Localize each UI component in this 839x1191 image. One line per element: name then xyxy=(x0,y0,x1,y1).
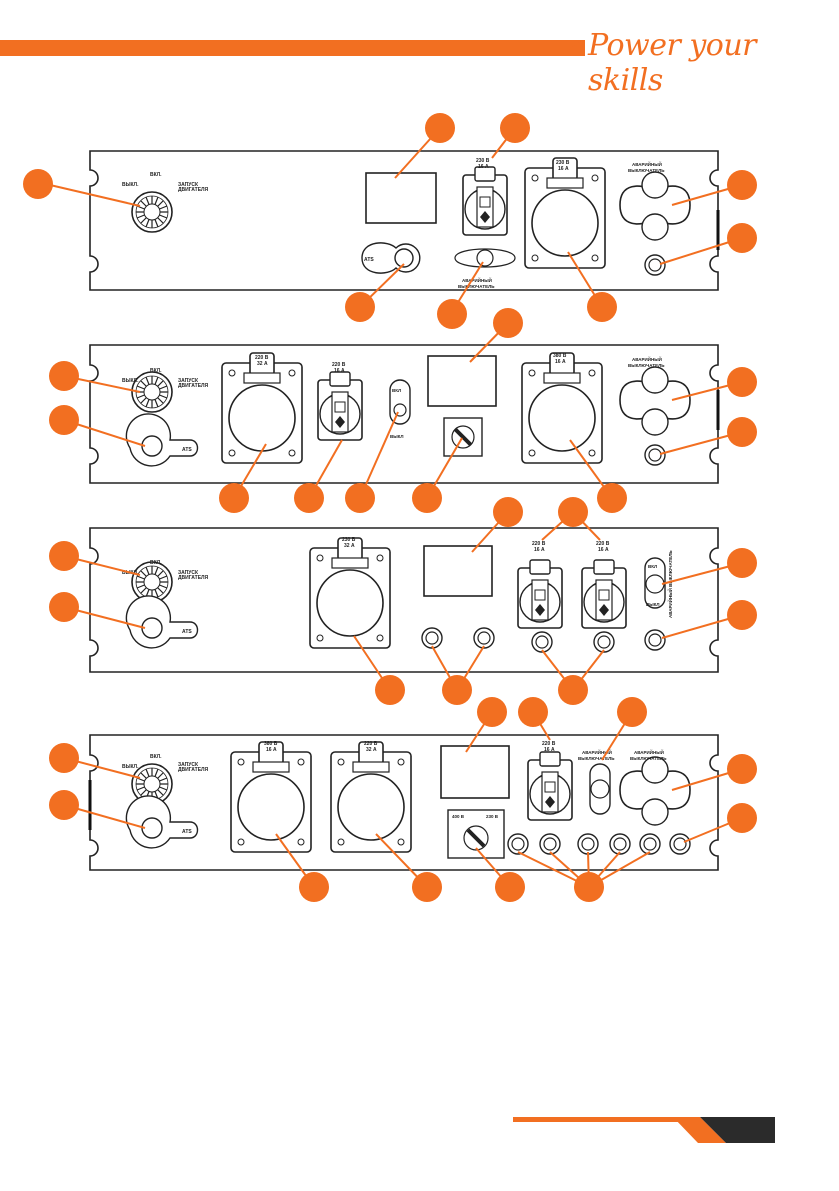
fuse-2 xyxy=(539,833,561,855)
display-window xyxy=(427,355,497,407)
svg-text:АТS: АТS xyxy=(364,257,374,263)
svg-text:220 В: 220 В xyxy=(332,362,346,368)
svg-text:380 В: 380 В xyxy=(264,741,278,747)
ground-terminal xyxy=(644,254,666,276)
fuse-4 xyxy=(609,833,631,855)
svg-text:ВКЛ.: ВКЛ. xyxy=(150,754,162,760)
svg-text:ВЫКЛ.: ВЫКЛ. xyxy=(122,182,139,188)
fuse-1 xyxy=(421,627,443,649)
footer-bar xyxy=(513,1117,775,1143)
svg-text:ДВИГАТЕЛЯ: ДВИГАТЕЛЯ xyxy=(178,383,209,389)
svg-text:16 А: 16 А xyxy=(598,547,609,553)
ground-terminal xyxy=(644,444,666,466)
svg-text:АТS: АТS xyxy=(182,447,192,453)
svg-text:ВЫКЛ: ВЫКЛ xyxy=(646,602,660,607)
svg-text:ЗАПУСК: ЗАПУСК xyxy=(178,378,199,384)
socket-380v-16a xyxy=(521,352,603,464)
svg-text:ВЫКЛЮЧАТЕЛЬ: ВЫКЛЮЧАТЕЛЬ xyxy=(628,168,665,173)
socket-220v-16a-2 xyxy=(581,559,627,629)
svg-text:АВАРИЙНЫЙ: АВАРИЙНЫЙ xyxy=(462,276,492,283)
svg-text:230 В: 230 В xyxy=(342,537,356,543)
socket-220v-32a xyxy=(221,352,303,464)
svg-text:220 В: 220 В xyxy=(255,355,269,361)
svg-text:ЗАПУСК: ЗАПУСК xyxy=(178,182,199,188)
svg-text:ВЫКЛ.: ВЫКЛ. xyxy=(122,764,139,770)
socket-230v-32a xyxy=(309,537,391,649)
display-window xyxy=(365,172,437,224)
ground-terminal xyxy=(669,833,691,855)
fuse-5 xyxy=(639,833,661,855)
svg-text:ВЫКЛ.: ВЫКЛ. xyxy=(122,378,139,384)
header-bar xyxy=(0,40,585,56)
engine-start-knob xyxy=(131,191,173,233)
svg-text:16 А: 16 А xyxy=(266,747,277,753)
svg-text:32 А: 32 А xyxy=(257,361,268,367)
svg-text:220 В: 220 В xyxy=(532,541,546,547)
svg-text:16 А: 16 А xyxy=(478,164,489,170)
slogan: Power your skills xyxy=(588,28,757,98)
svg-text:ВКЛ.: ВКЛ. xyxy=(150,560,162,566)
svg-text:АТS: АТS xyxy=(182,829,192,835)
socket-220v-16a-1 xyxy=(517,559,563,629)
svg-text:ДВИГАТЕЛЯ: ДВИГАТЕЛЯ xyxy=(178,767,209,773)
svg-text:ВЫКЛЮЧАТЕЛЬ: ВЫКЛЮЧАТЕЛЬ xyxy=(630,756,667,761)
fuse-2 xyxy=(473,627,495,649)
page-number xyxy=(700,1117,775,1143)
svg-text:230 В: 230 В xyxy=(556,160,570,166)
svg-text:АВАРИЙНЫЙ: АВАРИЙНЫЙ xyxy=(634,748,664,755)
svg-text:АВАРИЙНЫЙ: АВАРИЙНЫЙ xyxy=(632,160,662,167)
display-window xyxy=(423,545,493,597)
svg-text:ВКЛ: ВКЛ xyxy=(392,388,401,393)
socket-220v-16a xyxy=(317,371,363,441)
svg-text:АВАРИЙНЫЙ ВЫКЛЮЧАТЕЛЬ: АВАРИЙНЫЙ ВЫКЛЮЧАТЕЛЬ xyxy=(666,550,673,618)
svg-text:32 А: 32 А xyxy=(344,543,355,549)
panel-2: ВЫКЛ. ВКЛ. ЗАПУСК ДВИГАТЕЛЯ АТS 220 В 32… xyxy=(89,344,720,484)
svg-text:ВКЛ.: ВКЛ. xyxy=(150,172,162,178)
socket-230v-16a-large xyxy=(524,157,606,269)
svg-text:16 А: 16 А xyxy=(544,747,555,753)
svg-text:ВКЛ.: ВКЛ. xyxy=(150,368,162,374)
svg-text:АВАРИЙНЫЙ: АВАРИЙНЫЙ xyxy=(582,748,612,755)
fuse-3 xyxy=(577,833,599,855)
svg-text:16 А: 16 А xyxy=(555,359,566,365)
panel-4: ВЫКЛ. ВКЛ. ЗАПУСК ДВИГАТЕЛЯ АТS 380 В 16… xyxy=(88,734,719,871)
socket-220v-32a xyxy=(330,741,412,853)
svg-text:220 В: 220 В xyxy=(364,741,378,747)
svg-text:230 В: 230 В xyxy=(486,814,499,819)
socket-220v-16a xyxy=(527,751,573,821)
svg-text:220 В: 220 В xyxy=(596,541,610,547)
ground-terminal xyxy=(644,629,666,651)
svg-text:ВЫКЛЮЧАТЕЛЬ: ВЫКЛЮЧАТЕЛЬ xyxy=(458,284,495,289)
svg-text:380 В: 380 В xyxy=(553,353,567,359)
svg-text:АВАРИЙНЫЙ: АВАРИЙНЫЙ xyxy=(632,355,662,362)
svg-text:ВЫКЛЮЧАТЕЛЬ: ВЫКЛЮЧАТЕЛЬ xyxy=(578,756,615,761)
svg-text:ВЫКЛ: ВЫКЛ xyxy=(390,434,404,439)
selector-switch xyxy=(443,417,483,457)
svg-text:ВЫКЛЮЧАТЕЛЬ: ВЫКЛЮЧАТЕЛЬ xyxy=(628,363,665,368)
header-wedge xyxy=(560,40,582,56)
panel-3: ВЫКЛ. ВКЛ. ЗАПУСК ДВИГАТЕЛЯ АТS 230 В 32… xyxy=(89,527,719,673)
svg-text:16 А: 16 А xyxy=(334,368,345,374)
fuse-3 xyxy=(531,631,553,653)
socket-230v-16a xyxy=(462,166,508,236)
svg-text:ЗАПУСК: ЗАПУСК xyxy=(178,762,199,768)
svg-text:400 В: 400 В xyxy=(452,814,465,819)
svg-text:16 А: 16 А xyxy=(534,547,545,553)
svg-text:ВКЛ: ВКЛ xyxy=(648,564,657,569)
fuse-1 xyxy=(507,833,529,855)
fuse-4 xyxy=(593,631,615,653)
svg-text:16 А: 16 А xyxy=(558,166,569,172)
svg-text:ДВИГАТЕЛЯ: ДВИГАТЕЛЯ xyxy=(178,575,209,581)
display-window xyxy=(440,745,510,799)
svg-text:230 В: 230 В xyxy=(476,158,490,164)
panel-1: ВЫКЛ. ВКЛ. ЗАПУСК ДВИГАТЕЛЯ АТS 230 В 16… xyxy=(89,150,720,291)
svg-text:ДВИГАТЕЛЯ: ДВИГАТЕЛЯ xyxy=(178,187,209,193)
socket-380v-16a xyxy=(230,741,312,853)
svg-text:АТS: АТS xyxy=(182,629,192,635)
svg-text:32 А: 32 А xyxy=(366,747,377,753)
svg-text:220 В: 220 В xyxy=(542,741,556,747)
svg-text:ЗАПУСК: ЗАПУСК xyxy=(178,570,199,576)
